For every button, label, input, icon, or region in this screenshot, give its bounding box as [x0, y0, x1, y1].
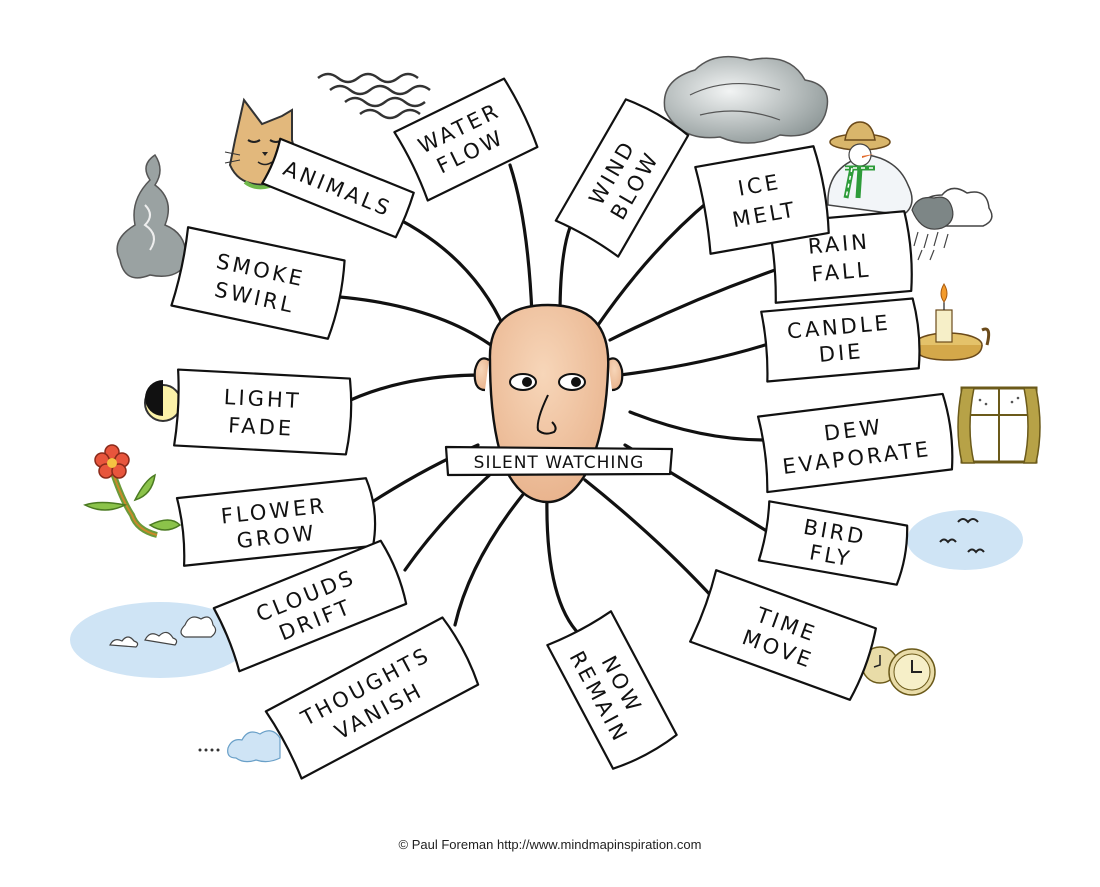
- thought-puff-icon: [198, 730, 281, 763]
- branch-card-time-move: TIMEMOVE: [689, 569, 877, 701]
- branch-card-animals: ANIMALS: [261, 137, 415, 239]
- branch-card-flower-grow: FLOWERGROW: [175, 477, 377, 567]
- central-label-card: SILENT WATCHING: [444, 445, 674, 477]
- branch-card-wind-blow: WINDBLOW: [554, 98, 690, 258]
- copyright-footer: © Paul Foreman http://www.mindmapinspira…: [398, 837, 702, 852]
- sky-cloud-icon: [70, 602, 250, 678]
- branch-card-dew-evaporate: DEWEVAPORATE: [756, 392, 954, 494]
- branch-card-ice-melt: ICEMELT: [694, 145, 830, 255]
- branch-label: LIGHTFADE: [222, 385, 302, 441]
- central-label: SILENT WATCHING: [474, 453, 645, 473]
- branch-card-water-flow: WATERFLOW: [393, 77, 539, 202]
- window-icon: [957, 386, 1041, 464]
- rain-cloud-icon: [911, 187, 993, 261]
- flower-icon: [83, 444, 182, 538]
- candle-holder-icon: [913, 283, 991, 361]
- branch-card-light-fade: LIGHTFADE: [173, 368, 353, 456]
- branch-card-now-remain: NOWREMAIN: [546, 610, 678, 770]
- wind-cloud-icon: [663, 55, 829, 144]
- branch-card-bird-fly: BIRDFLY: [757, 500, 909, 586]
- snowman-icon: [827, 121, 913, 216]
- birds-sky-icon: [907, 510, 1023, 570]
- clock-icon: [861, 646, 936, 696]
- light-bulb-icon: [144, 380, 182, 422]
- water-ripples-icon: [317, 72, 431, 120]
- branch-card-candle-die: CANDLEDIE: [760, 297, 921, 383]
- smoke-icon: [116, 153, 187, 279]
- branch-card-smoke-swirl: SMOKESWIRL: [170, 226, 346, 340]
